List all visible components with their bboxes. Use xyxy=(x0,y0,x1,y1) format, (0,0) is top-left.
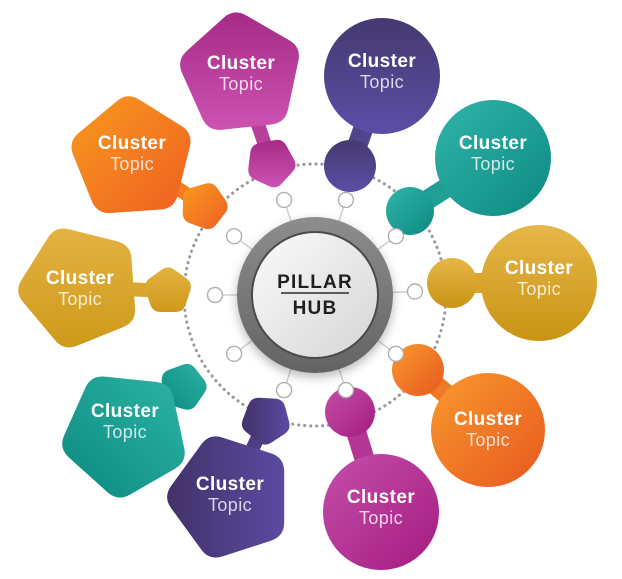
cluster-connector-shape xyxy=(241,397,290,445)
topic-label: Topic xyxy=(471,154,515,174)
cluster-connector-shape xyxy=(325,387,375,437)
spoke-junction-dot xyxy=(406,283,424,300)
cluster-label: Cluster xyxy=(207,53,275,74)
cluster-big-shape xyxy=(18,228,136,348)
spoke-junction-dot xyxy=(337,191,355,209)
topic-label: Topic xyxy=(359,508,403,528)
cluster-label: Cluster xyxy=(459,133,527,154)
topic-label: Topic xyxy=(58,289,102,309)
topic-label: Topic xyxy=(360,72,404,92)
spoke-junction-dot xyxy=(387,228,405,245)
spoke-junction-dot xyxy=(387,345,405,362)
topic-label: Topic xyxy=(110,154,154,174)
cluster-label: Cluster xyxy=(347,487,415,508)
cluster-big-shape xyxy=(180,12,299,130)
spoke-junction-dot xyxy=(225,228,243,245)
spoke-junction-dot xyxy=(275,191,293,209)
cluster-connector-shape xyxy=(427,258,477,308)
cluster-connector-shape xyxy=(392,344,444,396)
topic-label: Topic xyxy=(219,74,263,94)
cluster-connector-shape xyxy=(182,183,228,230)
cluster-label: Cluster xyxy=(348,51,416,72)
topic-label: Topic xyxy=(517,279,561,299)
cluster-label: Cluster xyxy=(196,474,264,495)
cluster-label: Cluster xyxy=(91,401,159,422)
cluster-big-shape xyxy=(71,96,191,214)
cluster-big-shape xyxy=(481,225,597,341)
pillar-hub: PILLAR HUB xyxy=(237,217,393,373)
spoke-junction-dot xyxy=(275,381,293,399)
cluster-connector-shape xyxy=(145,267,191,312)
hub-label-pillar: PILLAR xyxy=(277,272,353,293)
cluster-connector-shape xyxy=(248,139,296,188)
cluster-connector-shape xyxy=(386,187,434,235)
spoke-junction-dot xyxy=(225,345,243,362)
cluster-big-shape xyxy=(324,18,440,134)
spoke-junction-dot xyxy=(206,286,224,304)
cluster-label: Cluster xyxy=(98,133,166,154)
hub-inner-face xyxy=(251,231,379,359)
topic-label: Topic xyxy=(103,422,147,442)
topic-label: Topic xyxy=(208,495,252,515)
cluster-big-shape xyxy=(435,100,551,216)
cluster-connector-shape xyxy=(324,140,376,192)
cluster-big-shape xyxy=(167,436,285,558)
hub-label-hub: HUB xyxy=(293,298,338,319)
cluster-label: Cluster xyxy=(454,409,522,430)
cluster-big-shape xyxy=(323,454,439,570)
cluster-label: Cluster xyxy=(46,268,114,289)
cluster-label: Cluster xyxy=(505,258,573,279)
cluster-big-shape xyxy=(431,373,545,487)
topic-label: Topic xyxy=(466,430,510,450)
spoke-junction-dot xyxy=(337,381,355,399)
cluster-big-shape xyxy=(62,376,185,498)
